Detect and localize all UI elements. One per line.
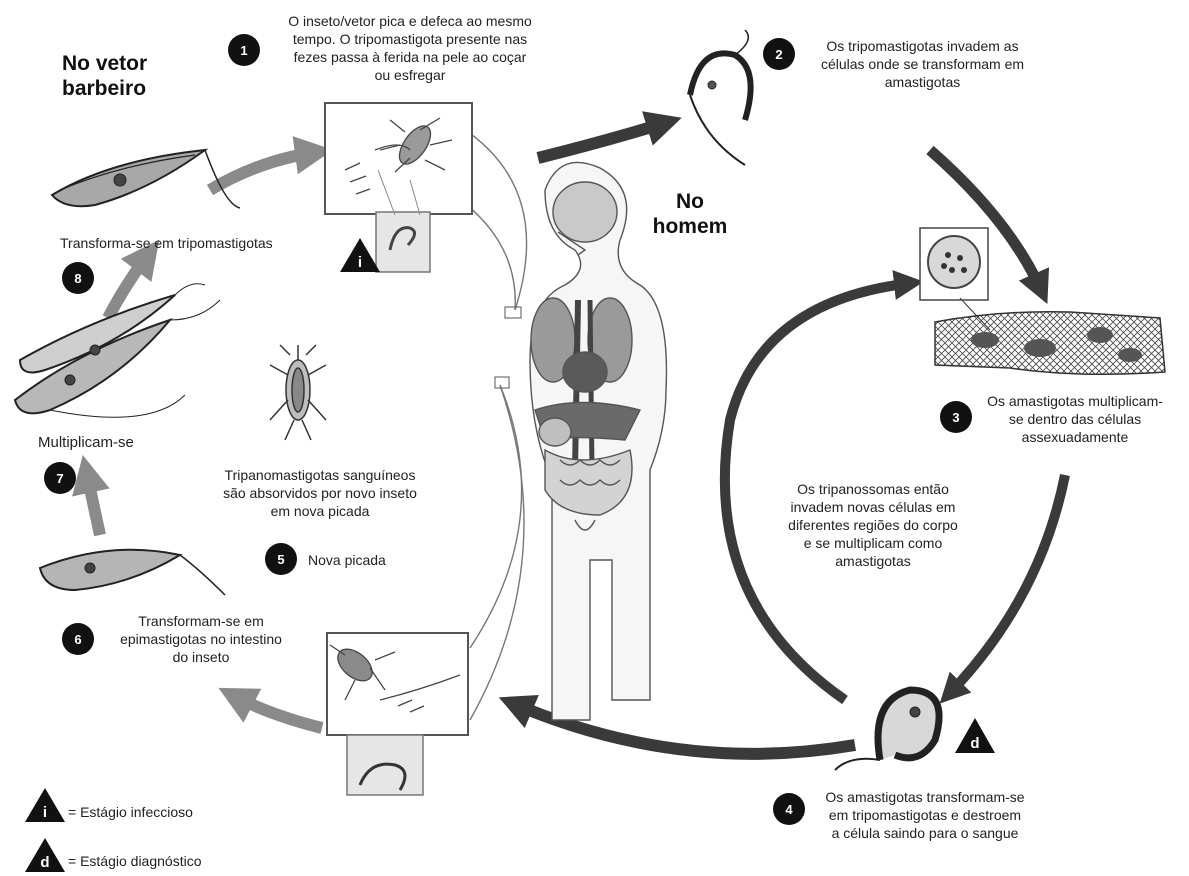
reinvasion-note: Os tripanossomas então invadem novas cél…	[758, 480, 988, 570]
arrow-bite-to-cells	[538, 122, 668, 158]
vector-title-line-2: barbeiro	[62, 76, 147, 101]
step-1-line-2: tempo. O tripomastigota presente nas	[250, 30, 570, 48]
legend-infective-text: = Estágio infeccioso	[68, 803, 193, 821]
trypomastigote-in-blood-illustration	[835, 690, 939, 770]
step-2-line-1: Os tripomastigotas invadem as	[795, 37, 1050, 55]
infective-marker-letter: i	[354, 254, 366, 272]
trypomastigote-invading-illustration	[690, 30, 751, 165]
human-title-line-1: No	[640, 189, 740, 214]
step-5-line-1: Nova picada	[308, 551, 386, 569]
vector-section-title: No vetor barbeiro	[62, 51, 147, 101]
step-7-badge: 7	[44, 462, 76, 494]
step-3-line-3: assexuadamente	[970, 428, 1180, 446]
reinvasion-line-4: e se multiplicam como	[758, 534, 988, 552]
step-3-text: Os amastigotas multiplicam- se dentro da…	[970, 392, 1180, 446]
step-5-badge: 5	[265, 543, 297, 575]
step-1-line-4: ou esfregar	[250, 66, 570, 84]
step-2-line-3: amastigotas	[795, 73, 1050, 91]
step-4-badge: 4	[773, 793, 805, 825]
reinvasion-line-2: invadem novas células em	[758, 498, 988, 516]
trypomastigote-vector-illustration	[52, 150, 240, 208]
reinvasion-line-1: Os tripanossomas então	[758, 480, 988, 498]
step-8-text: Transforma-se em tripomastigotas	[60, 234, 273, 252]
step-6-line-1: Transformam-se em	[96, 612, 306, 630]
legend-diagnostic-text: = Estágio diagnóstico	[68, 852, 201, 870]
arrow-gut-to-multiply	[86, 470, 100, 535]
step-4-line-3: a célula saindo para o sangue	[805, 824, 1045, 842]
reinvasion-line-5: amastigotas	[758, 552, 988, 570]
step-6-line-2: epimastigotas no intestino	[96, 630, 306, 648]
step-5-text: Nova picada	[308, 551, 386, 569]
step-7-text: Multiplicam-se	[38, 434, 134, 452]
human-body-figure	[530, 162, 666, 720]
step-6-badge: 6	[62, 623, 94, 655]
legend-diagnostic-letter: d	[39, 854, 51, 872]
kissing-bug-illustration	[270, 345, 326, 440]
step-2-badge: 2	[763, 38, 795, 70]
legend-infective-letter: i	[39, 804, 51, 822]
step-1-text: O inseto/vetor pica e defeca ao mesmo te…	[250, 12, 570, 84]
human-title-line-2: homem	[640, 214, 740, 239]
step-4-line-1: Os amastigotas transformam-se	[805, 788, 1045, 806]
step-2-line-2: células onde se transformam em	[795, 55, 1050, 73]
diagnostic-marker-letter: d	[969, 735, 981, 753]
step-8-line-1: Transforma-se em tripomastigotas	[60, 234, 273, 252]
step-8-badge: 8	[62, 262, 94, 294]
arrow-bite-to-gut	[232, 695, 322, 728]
step-7-line-1: Multiplicam-se	[38, 434, 134, 452]
step-2-text: Os tripomastigotas invadem as células on…	[795, 37, 1050, 91]
vector-title-line-1: No vetor	[62, 51, 147, 76]
human-section-title: No homem	[640, 189, 740, 239]
blood-note-line-2: são absorvidos por novo inseto	[195, 484, 445, 502]
step-6-line-3: do inseto	[96, 648, 306, 666]
reinvasion-line-3: diferentes regiões do corpo	[758, 516, 988, 534]
step-1-line-1: O inseto/vetor pica e defeca ao mesmo	[250, 12, 570, 30]
step-3-line-2: se dentro das células	[970, 410, 1180, 428]
step-1-line-3: fezes passa à ferida na pele ao coçar	[250, 48, 570, 66]
blood-trypomastigotes-note: Tripanomastigotas sanguíneos são absorvi…	[195, 466, 445, 520]
epimastigote-gut-illustration	[40, 550, 225, 595]
blood-note-line-1: Tripanomastigotas sanguíneos	[195, 466, 445, 484]
step-4-text: Os amastigotas transformam-se em tripoma…	[805, 788, 1045, 842]
step-3-line-1: Os amastigotas multiplicam-	[970, 392, 1180, 410]
step-4-line-2: em tripomastigotas e destroem	[805, 806, 1045, 824]
arrow-vector-to-bite	[210, 152, 318, 190]
step-6-text: Transformam-se em epimastigotas no intes…	[96, 612, 306, 666]
blood-note-line-3: em nova picada	[195, 502, 445, 520]
step-3-badge: 3	[940, 401, 972, 433]
